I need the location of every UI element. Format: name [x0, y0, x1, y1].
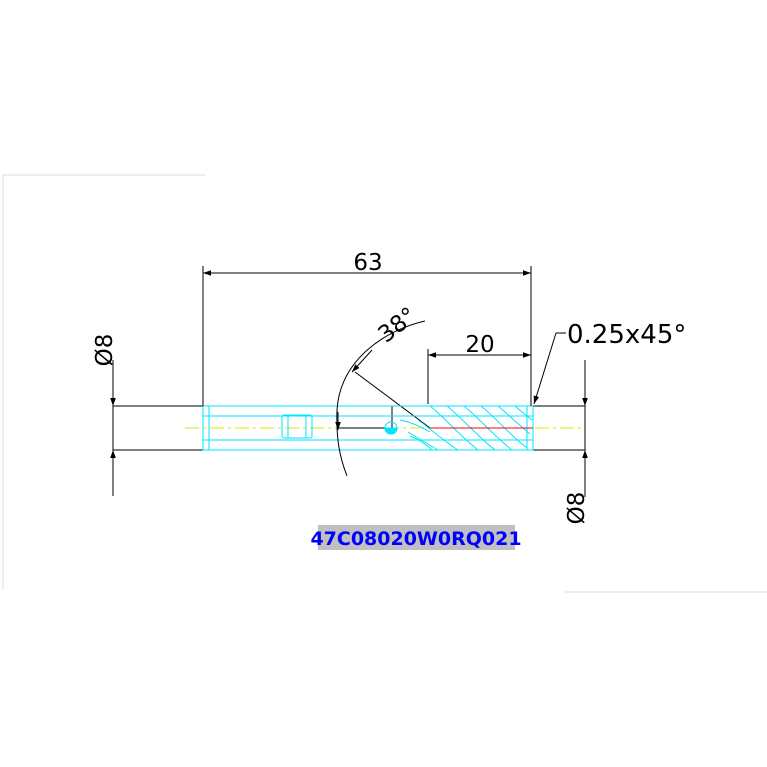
- dim-flute-length: 20: [427, 332, 531, 404]
- part-number-background: [318, 525, 515, 550]
- dim-chamfer: 0.25x45°: [533, 320, 686, 405]
- sheet-frame: [2, 174, 767, 593]
- dim-cutter-diameter: Ø8: [564, 360, 590, 524]
- dim-chamfer-label: 0.25x45°: [567, 320, 686, 350]
- part-number: 47C08020W0RQ021: [310, 525, 522, 550]
- part-number-text: 47C08020W0RQ021: [310, 528, 521, 550]
- dim-shank-diameter-label: Ø8: [92, 334, 118, 367]
- tool-outline: [112, 371, 586, 451]
- dim-overall-length-label: 63: [353, 250, 382, 276]
- dim-helix-angle-label: 38°: [374, 303, 422, 349]
- dim-shank-diameter: Ø8: [92, 334, 118, 496]
- dim-overall-length: 63: [202, 250, 532, 406]
- flutes: [399, 405, 533, 451]
- dim-flute-length-label: 20: [465, 332, 494, 358]
- dim-cutter-diameter-label: Ø8: [564, 492, 590, 525]
